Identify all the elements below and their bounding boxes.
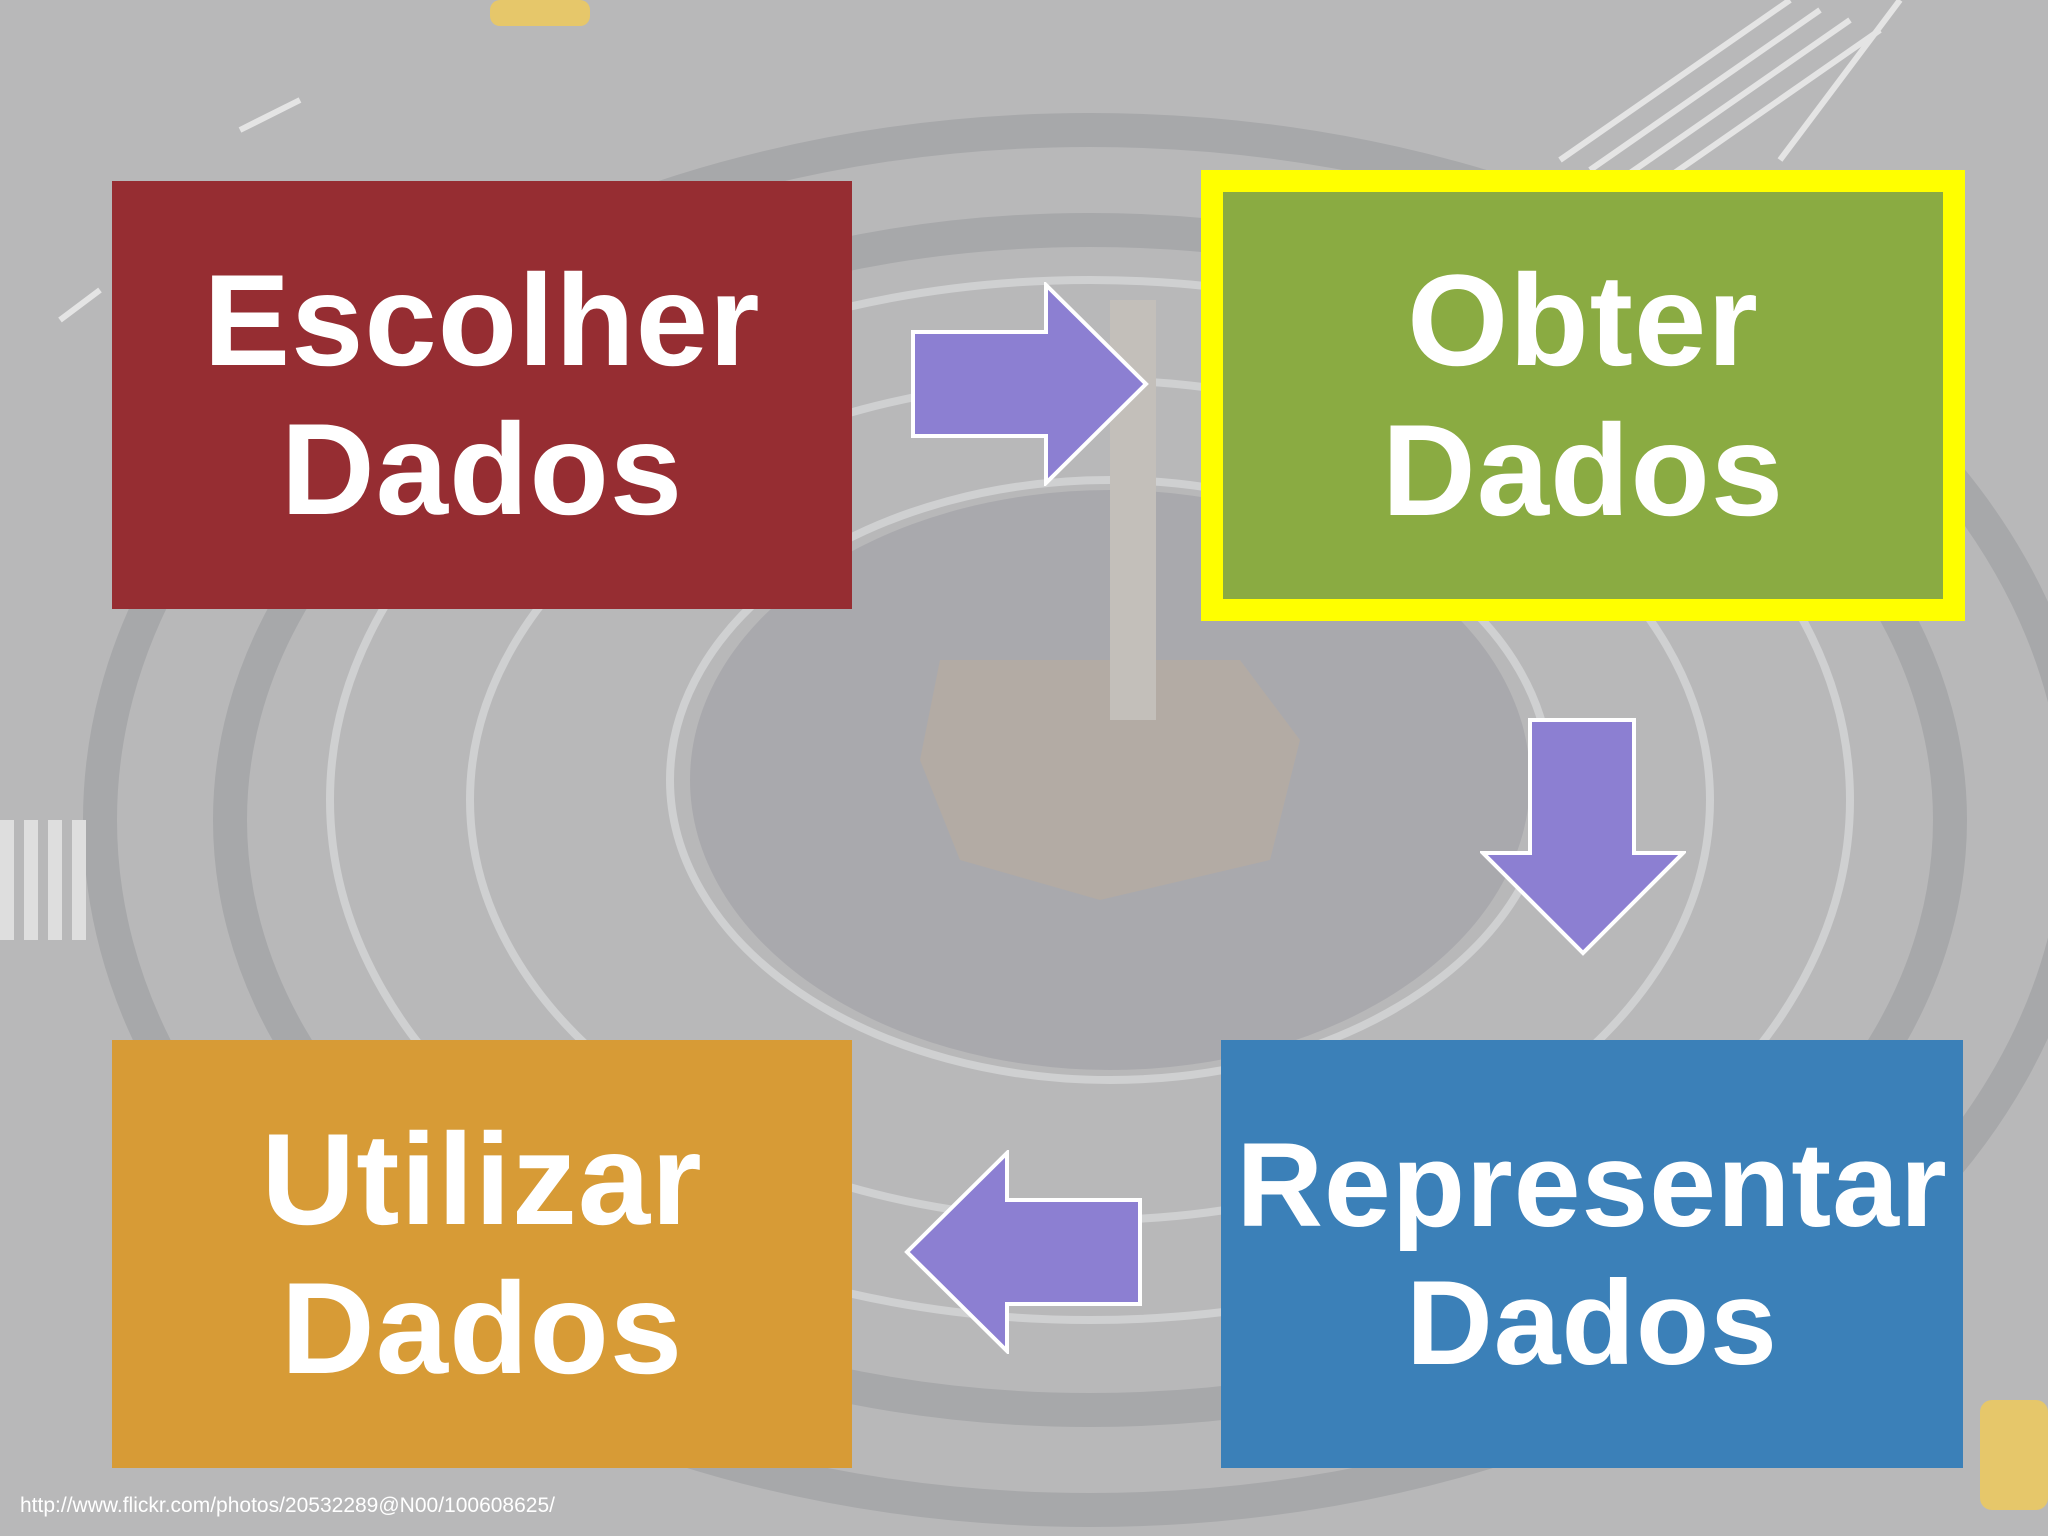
representar-label: Representar	[1236, 1118, 1948, 1252]
escolher-label: Escolher	[203, 246, 761, 393]
escolher-dados-box: Escolher Dados	[112, 181, 852, 609]
representar-dados-box: Representar Dados	[1221, 1040, 1963, 1468]
arrow-down-icon	[1480, 718, 1686, 956]
escolher-dados-label: Dados	[280, 396, 684, 542]
obter-label: Obter	[1407, 247, 1759, 393]
photo-credit-url: http://www.flickr.com/photos/20532289@N0…	[20, 1494, 555, 1517]
utilizar-dados-box: Utilizar Dados	[112, 1040, 852, 1468]
utilizar-label: Utilizar	[261, 1105, 703, 1252]
utilizar-dados-label: Dados	[280, 1255, 684, 1401]
obter-dados-label: Dados	[1381, 396, 1785, 543]
arrow-right-icon	[911, 282, 1149, 486]
representar-dados-label: Dados	[1406, 1256, 1778, 1390]
obter-dados-box: Obter Dados	[1201, 170, 1965, 621]
arrow-left-icon	[904, 1150, 1142, 1354]
